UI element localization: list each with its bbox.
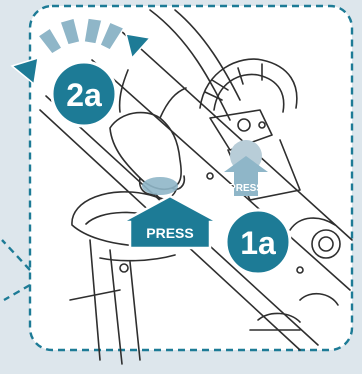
step-2a-badge: 2a [52,62,116,126]
step-1a-label: 1a [240,225,276,261]
press-secondary-label: PRESS [229,183,263,194]
step-1a-badge: 1a [226,210,290,274]
press-highlight [142,177,178,195]
callout-lines [2,240,30,300]
step-2a-label: 2a [66,77,102,113]
press-main-label: PRESS [146,225,193,241]
